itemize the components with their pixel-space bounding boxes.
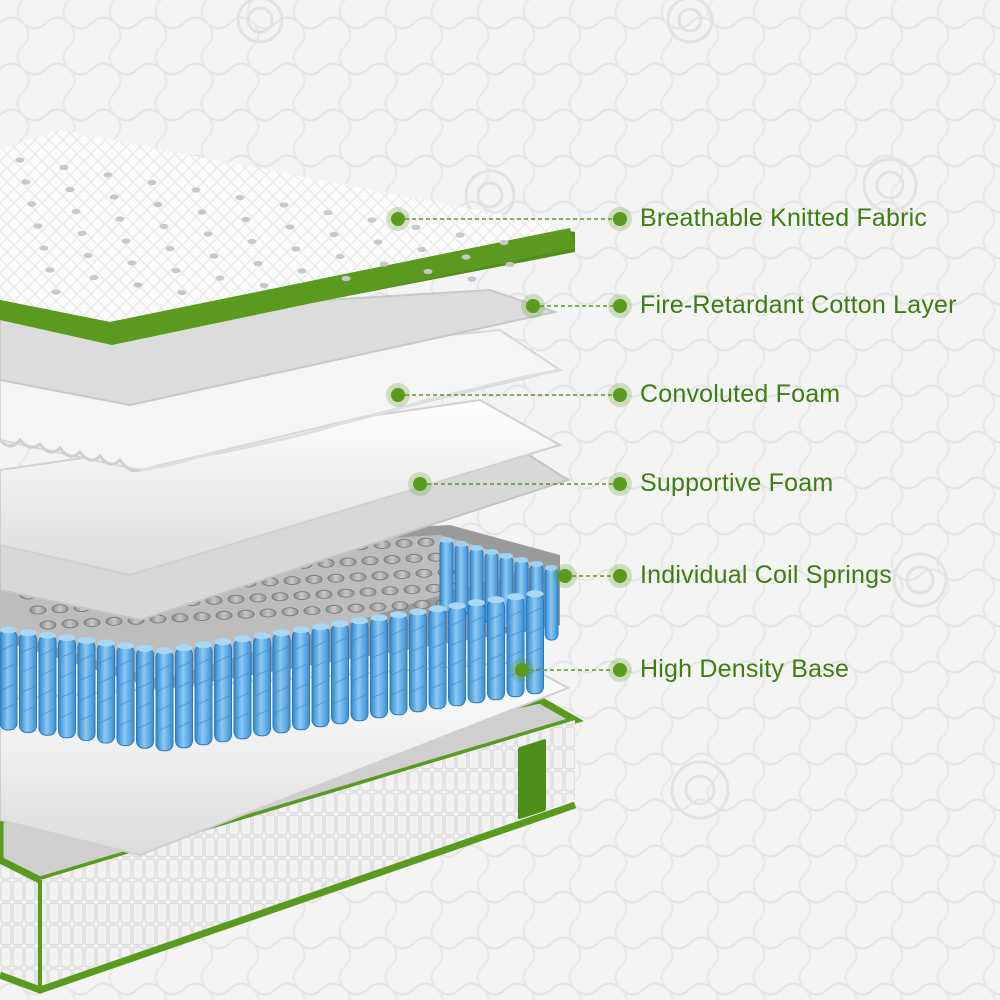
label-breathable-knitted-fabric: Breathable Knitted Fabric	[640, 204, 928, 232]
supportive-foam-layer	[0, 398, 571, 622]
callout-leaders	[386, 207, 632, 682]
label-convoluted-foam: Convoluted Foam	[640, 380, 841, 408]
label-individual-coil-springs: Individual Coil Springs	[640, 561, 892, 589]
breathable-knitted-fabric-layer	[0, 130, 575, 345]
label-high-density-base: High Density Base	[640, 655, 850, 683]
background-swirl-emblems	[236, 0, 948, 820]
label-supportive-foam: Supportive Foam	[640, 469, 834, 497]
label-fire-retardant-cotton-layer: Fire-Retardant Cotton Layer	[640, 291, 957, 319]
